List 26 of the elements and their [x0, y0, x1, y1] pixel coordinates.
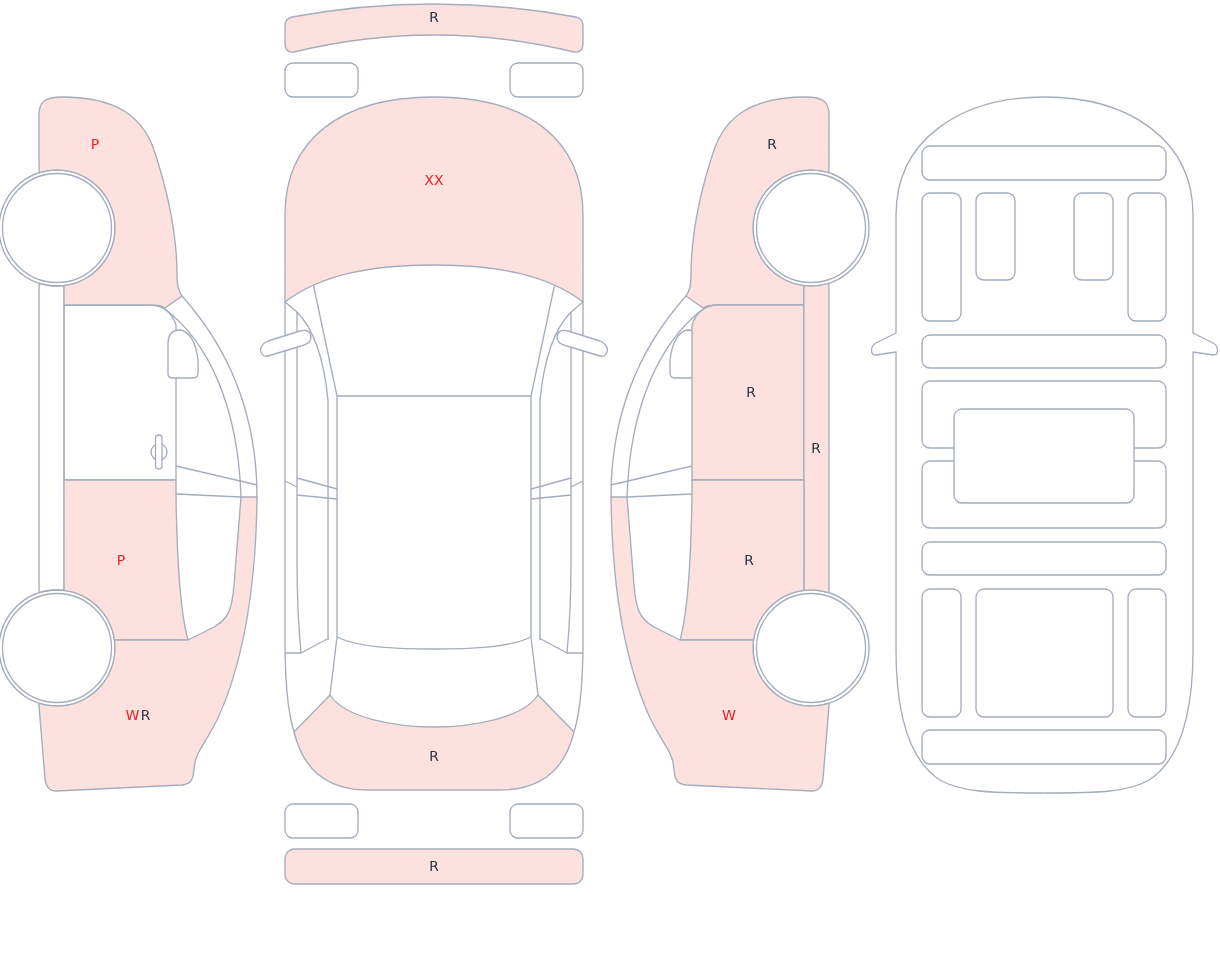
panel-outline: [975, 192, 1016, 281]
body-panel: P: [38, 96, 183, 309]
panel-outline: [1127, 192, 1167, 322]
body-panel: XX: [284, 96, 584, 303]
body-panel: R: [679, 479, 805, 641]
panel-outline: [284, 62, 359, 98]
panel-outline: [975, 588, 1114, 718]
panel-outline: [953, 408, 1135, 504]
panel-outline: [509, 803, 584, 839]
panel-outline: [921, 145, 1167, 181]
body-panel: R: [685, 96, 830, 309]
panel-outline: [1127, 588, 1167, 718]
body-panel: R: [293, 694, 575, 791]
panel-outline: [1073, 192, 1114, 281]
body-panel: R: [284, 3, 584, 53]
panel-outline: [921, 729, 1167, 765]
body-panel: R: [803, 282, 830, 594]
body-panel: R: [284, 848, 584, 885]
panel-outline: [921, 541, 1167, 576]
panel-outline: [921, 588, 962, 718]
body-panel: R: [691, 304, 805, 481]
panel-outline: [921, 192, 962, 322]
panel-outline: [921, 334, 1167, 369]
body-panel: P: [63, 479, 189, 641]
panel-outline: [284, 803, 359, 839]
panel-outline: [509, 62, 584, 98]
